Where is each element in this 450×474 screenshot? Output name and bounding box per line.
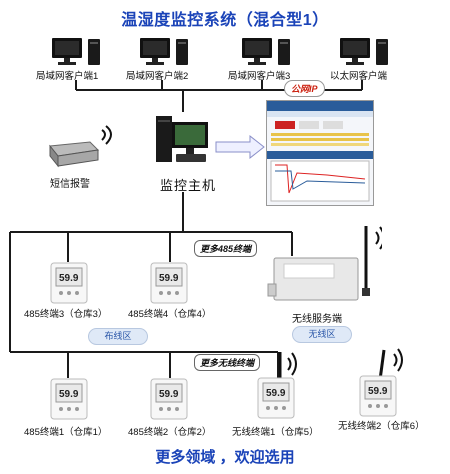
zone-wireless: 无线区: [292, 326, 352, 343]
sensor-485-3: 59.9: [50, 262, 88, 304]
svg-text:59.9: 59.9: [368, 386, 388, 397]
sms-alarm-label: 短信报警: [50, 179, 90, 190]
wireless-terminal-1-label: 无线终端1（仓库5）: [232, 427, 319, 438]
sensor-device-icon: 59.9: [50, 262, 88, 304]
software-screenshot: [266, 100, 374, 206]
computer-icon: [340, 38, 388, 65]
client-label-4: 以太网客户端: [330, 71, 388, 82]
sensor-485-2: 59.9: [150, 378, 188, 420]
sensor-device-icon: 59.9: [150, 262, 188, 304]
terminal-485-4-label: 485终端4（仓库4）: [128, 309, 212, 320]
client-label-3: 局域网客户端3: [228, 71, 291, 82]
monitoring-software-image: [267, 101, 373, 202]
more-wireless-bubble: 更多无线终端: [194, 354, 261, 371]
diagram-title: 温湿度监控系统（混合型1）: [121, 12, 329, 29]
wireless-terminal-2-label: 无线终端2（仓库6）: [338, 421, 425, 432]
terminal-485-3-label: 485终端3（仓库3）: [24, 309, 108, 320]
modem-icon: [49, 125, 112, 168]
svg-text:59.9: 59.9: [59, 273, 79, 284]
svg-text:59.9: 59.9: [159, 389, 179, 400]
terminal-485-2-label: 485终端2（仓库2）: [128, 427, 212, 438]
svg-text:59.9: 59.9: [159, 273, 179, 284]
host-label: 监控主机: [160, 178, 217, 193]
client-label-2: 局域网客户端2: [126, 71, 189, 82]
computer-icon: [140, 38, 188, 65]
client-label-1: 局域网客户端1: [36, 71, 99, 82]
zone-wired: 布线区: [88, 328, 148, 345]
sensor-485-1: 59.9: [50, 378, 88, 420]
sensor-device-icon: 59.9: [150, 378, 188, 420]
wireless-server: [262, 222, 395, 308]
wireless-sensor-1: 59.9: [250, 346, 308, 420]
svg-text:59.9: 59.9: [59, 389, 79, 400]
host-computer-icon: [156, 116, 208, 162]
wireless-server-icon: [267, 226, 395, 301]
wireless-server-label: 无线服务端: [292, 314, 342, 325]
sensor-485-4: 59.9: [150, 262, 188, 304]
sensor-device-icon: 59.9: [50, 378, 88, 420]
terminal-485-1-label: 485终端1（仓库1）: [24, 427, 108, 438]
computer-icon: [52, 38, 100, 65]
wireless-sensor-icon: 59.9: [359, 348, 403, 417]
computer-icon: [242, 38, 290, 65]
sms-modem: [44, 122, 118, 172]
svg-text:59.9: 59.9: [266, 388, 286, 399]
footer-text: 更多领域 ，欢迎选用: [155, 449, 295, 466]
more-485-bubble: 更多485终端: [194, 240, 258, 257]
wireless-sensor-2: 59.9: [354, 346, 414, 420]
client-pc-4: [338, 36, 394, 66]
wireless-sensor-icon: 59.9: [257, 352, 297, 419]
public-ip-badge: 公网IP: [284, 80, 325, 97]
client-pc-3: [240, 36, 296, 66]
client-pc-2: [138, 36, 194, 66]
monitor-host: [150, 112, 216, 168]
client-pc-1: [50, 36, 106, 66]
